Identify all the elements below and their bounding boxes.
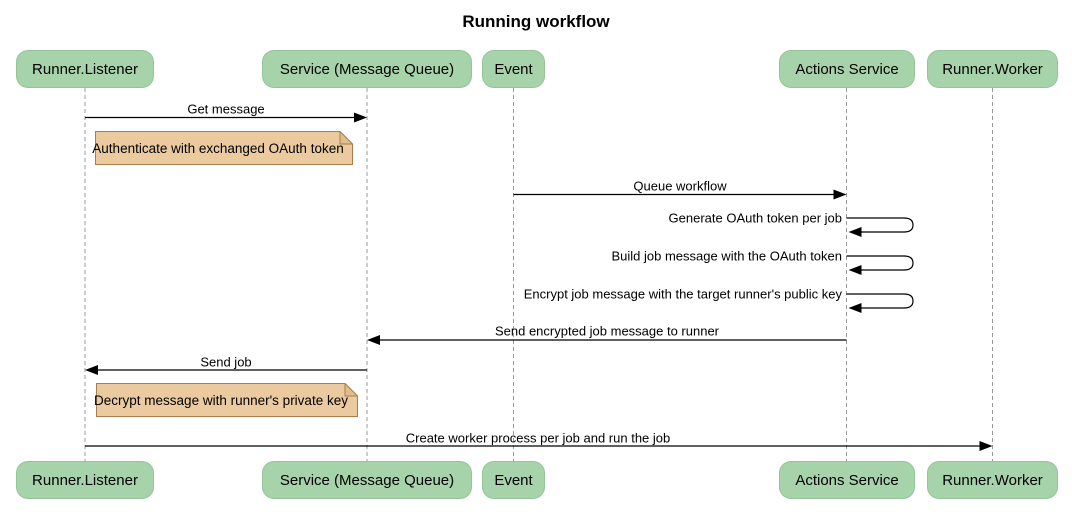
- message-label-generate-oauth: Generate OAuth token per job: [668, 210, 842, 226]
- message-label-get-message: Get message: [187, 101, 265, 117]
- arrow-send-job: [85, 365, 367, 375]
- note-decrypt: Decrypt message with runner's private ke…: [94, 383, 358, 417]
- message-label-send-encrypted: Send encrypted job message to runner: [494, 323, 720, 339]
- arrow-get-message: [85, 112, 367, 123]
- participant-service-mq-top: Service (Message Queue): [262, 50, 472, 88]
- participant-actions-service-top: Actions Service: [779, 50, 915, 88]
- note-shape: [95, 131, 353, 165]
- diagram-title: Running workflow: [462, 12, 610, 31]
- participant-event-top: Event: [482, 50, 545, 88]
- arrow-queue-workflow: [513, 189, 847, 200]
- note-authenticate-text: Authenticate with exchanged OAuth token: [92, 140, 344, 156]
- arrow-send-encrypted: [367, 335, 847, 345]
- self-loop-generate-oauth: [846, 217, 914, 237]
- message-label-build-job: Build job message with the OAuth token: [611, 248, 842, 264]
- note-shape: [96, 383, 358, 417]
- note-decrypt-text: Decrypt message with runner's private ke…: [94, 392, 348, 408]
- message-label-send-job: Send job: [200, 354, 252, 370]
- participant-runner-worker-bottom: Runner.Worker: [927, 461, 1058, 499]
- self-loop-encrypt-job: [846, 293, 914, 313]
- note-authenticate: Authenticate with exchanged OAuth token: [92, 131, 353, 165]
- message-label-encrypt-job: Encrypt job message with the target runn…: [523, 286, 842, 302]
- participant-service-mq-bottom: Service (Message Queue): [262, 461, 472, 499]
- participant-event-bottom: Event: [482, 461, 545, 499]
- participant-actions-service-bottom: Actions Service: [779, 461, 915, 499]
- participant-runner-listener-bottom: Runner.Listener: [16, 461, 154, 499]
- participant-runner-listener-top: Runner.Listener: [16, 50, 154, 88]
- participant-runner-worker-top: Runner.Worker: [927, 50, 1058, 88]
- message-label-queue-workflow: Queue workflow: [633, 178, 727, 194]
- self-loop-build-job: [846, 255, 914, 275]
- message-label-create-worker: Create worker process per job and run th…: [405, 430, 671, 446]
- arrow-create-worker: [85, 441, 993, 451]
